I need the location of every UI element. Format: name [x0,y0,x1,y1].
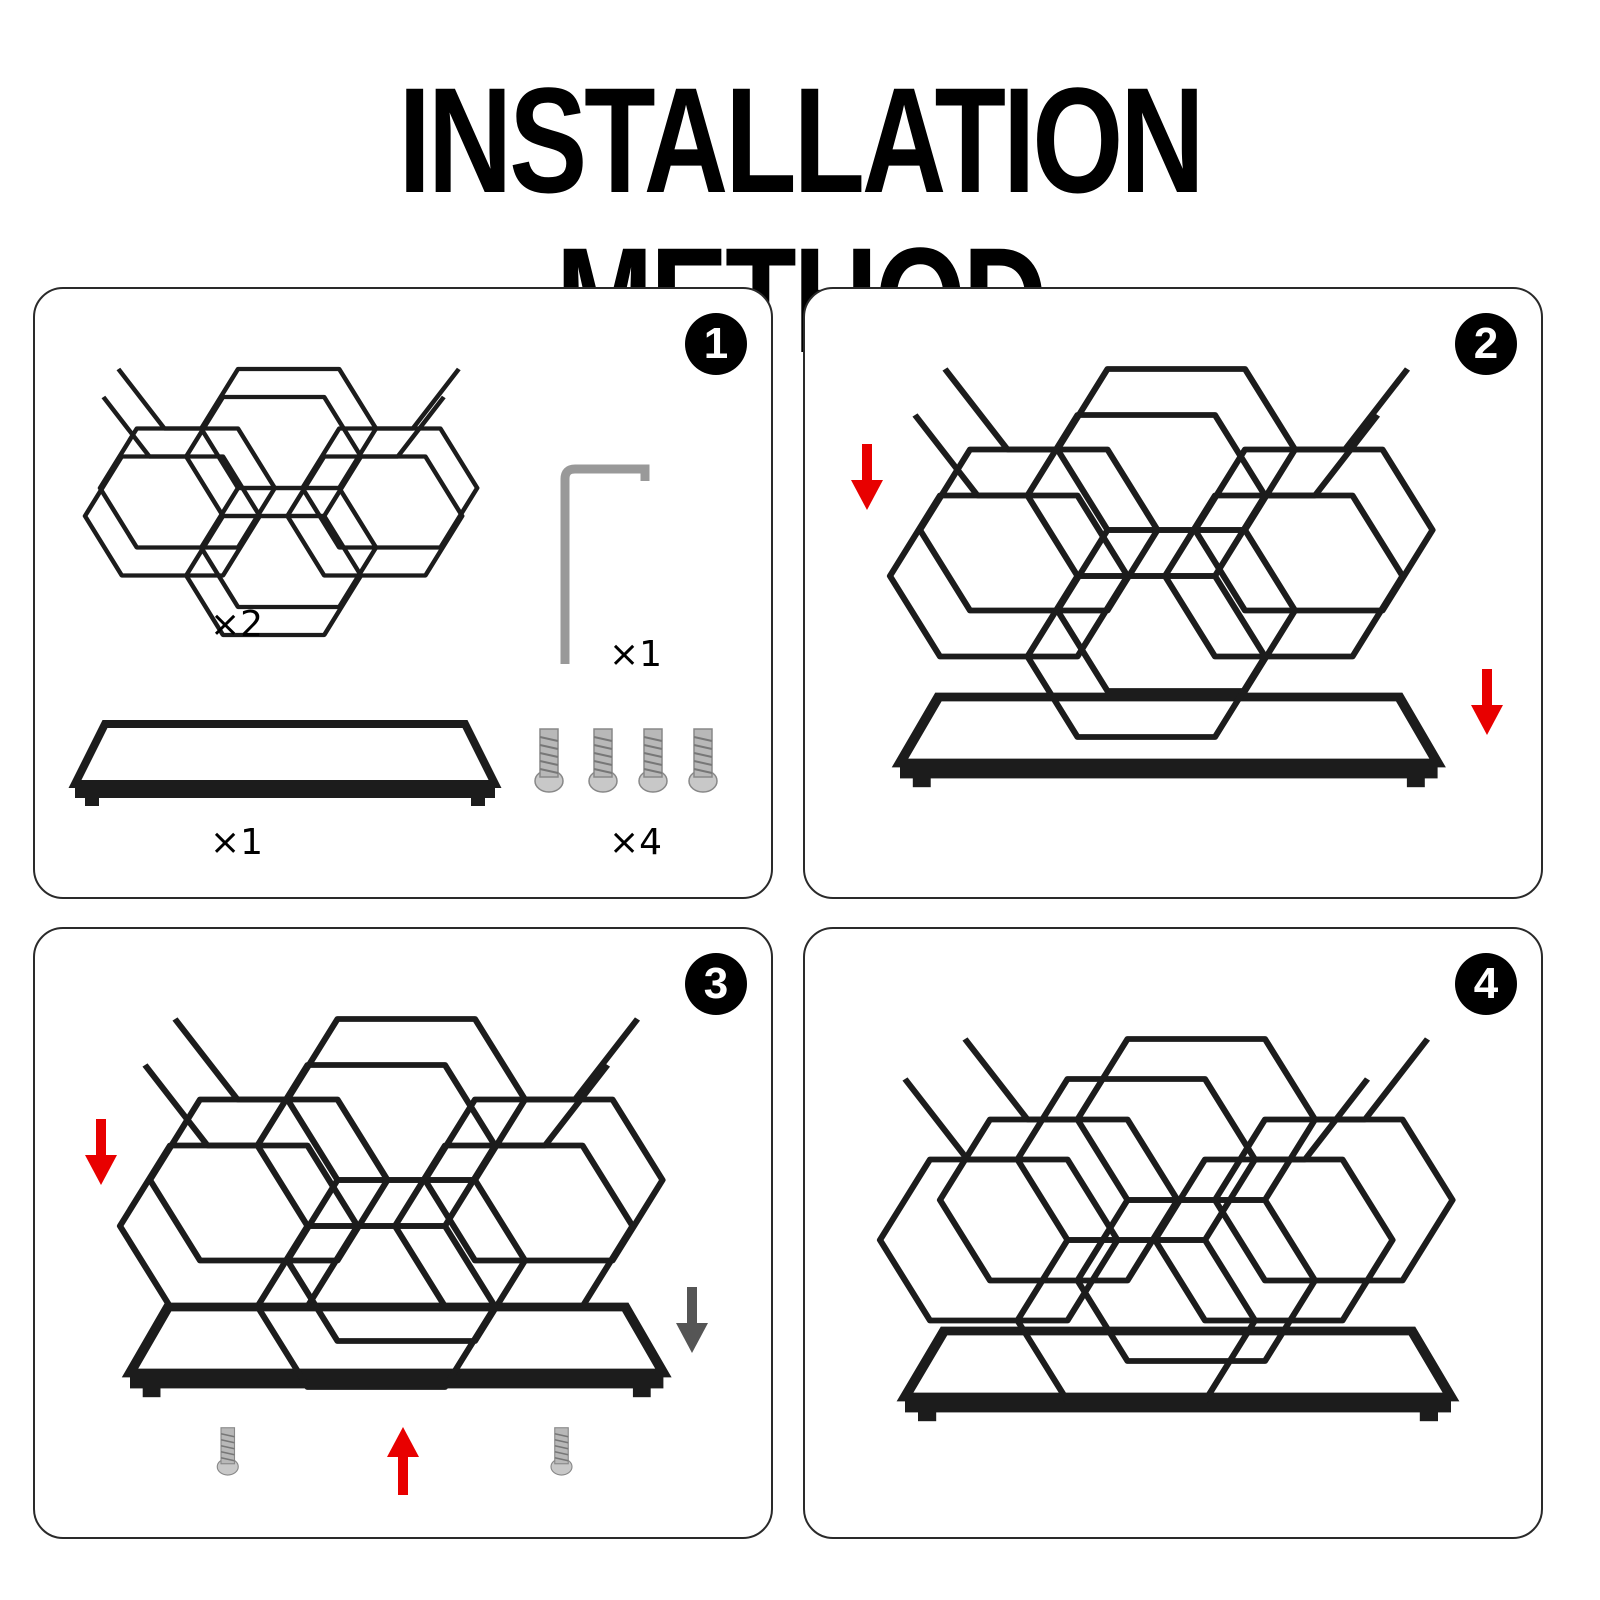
arrow-down-left-icon [851,444,883,510]
hexagon-frame-icon [120,1019,663,1387]
step-number-badge: 4 [1455,953,1517,1015]
step-4-illustration [805,929,1543,1539]
hexagon-frame-icon [85,369,477,635]
arrow-down-gray-icon [676,1287,708,1353]
base-frame-icon [75,724,495,806]
base-frame-icon [130,1307,663,1397]
screws-icon [535,729,717,792]
arrow-down-right-icon [1471,669,1503,735]
base-frame-icon [900,697,1438,787]
step-number-badge: 3 [685,953,747,1015]
step-4-panel: 4 [803,927,1543,1539]
base-frame-icon [905,1331,1451,1421]
hexagon-frame-icon [890,369,1433,737]
arrow-up-icon [387,1427,419,1495]
hexagon-frame-quantity: ×2 [210,604,263,645]
step-1-panel: 1 ×2 ×1 ×1 ×4 [33,287,773,899]
screws-quantity: ×4 [609,822,662,863]
arrow-down-left-icon [85,1119,117,1185]
parts-illustration [35,289,773,899]
hex-key-quantity: ×1 [609,634,662,675]
step-number-badge: 1 [685,313,747,375]
base-frame-quantity: ×1 [210,822,263,863]
step-number-badge: 2 [1455,313,1517,375]
step-2-illustration [805,289,1543,899]
step-3-panel: 3 [33,927,773,1539]
hexagon-frame-icon [880,1039,1453,1401]
step-2-panel: 2 [803,287,1543,899]
step-3-illustration [35,929,773,1539]
